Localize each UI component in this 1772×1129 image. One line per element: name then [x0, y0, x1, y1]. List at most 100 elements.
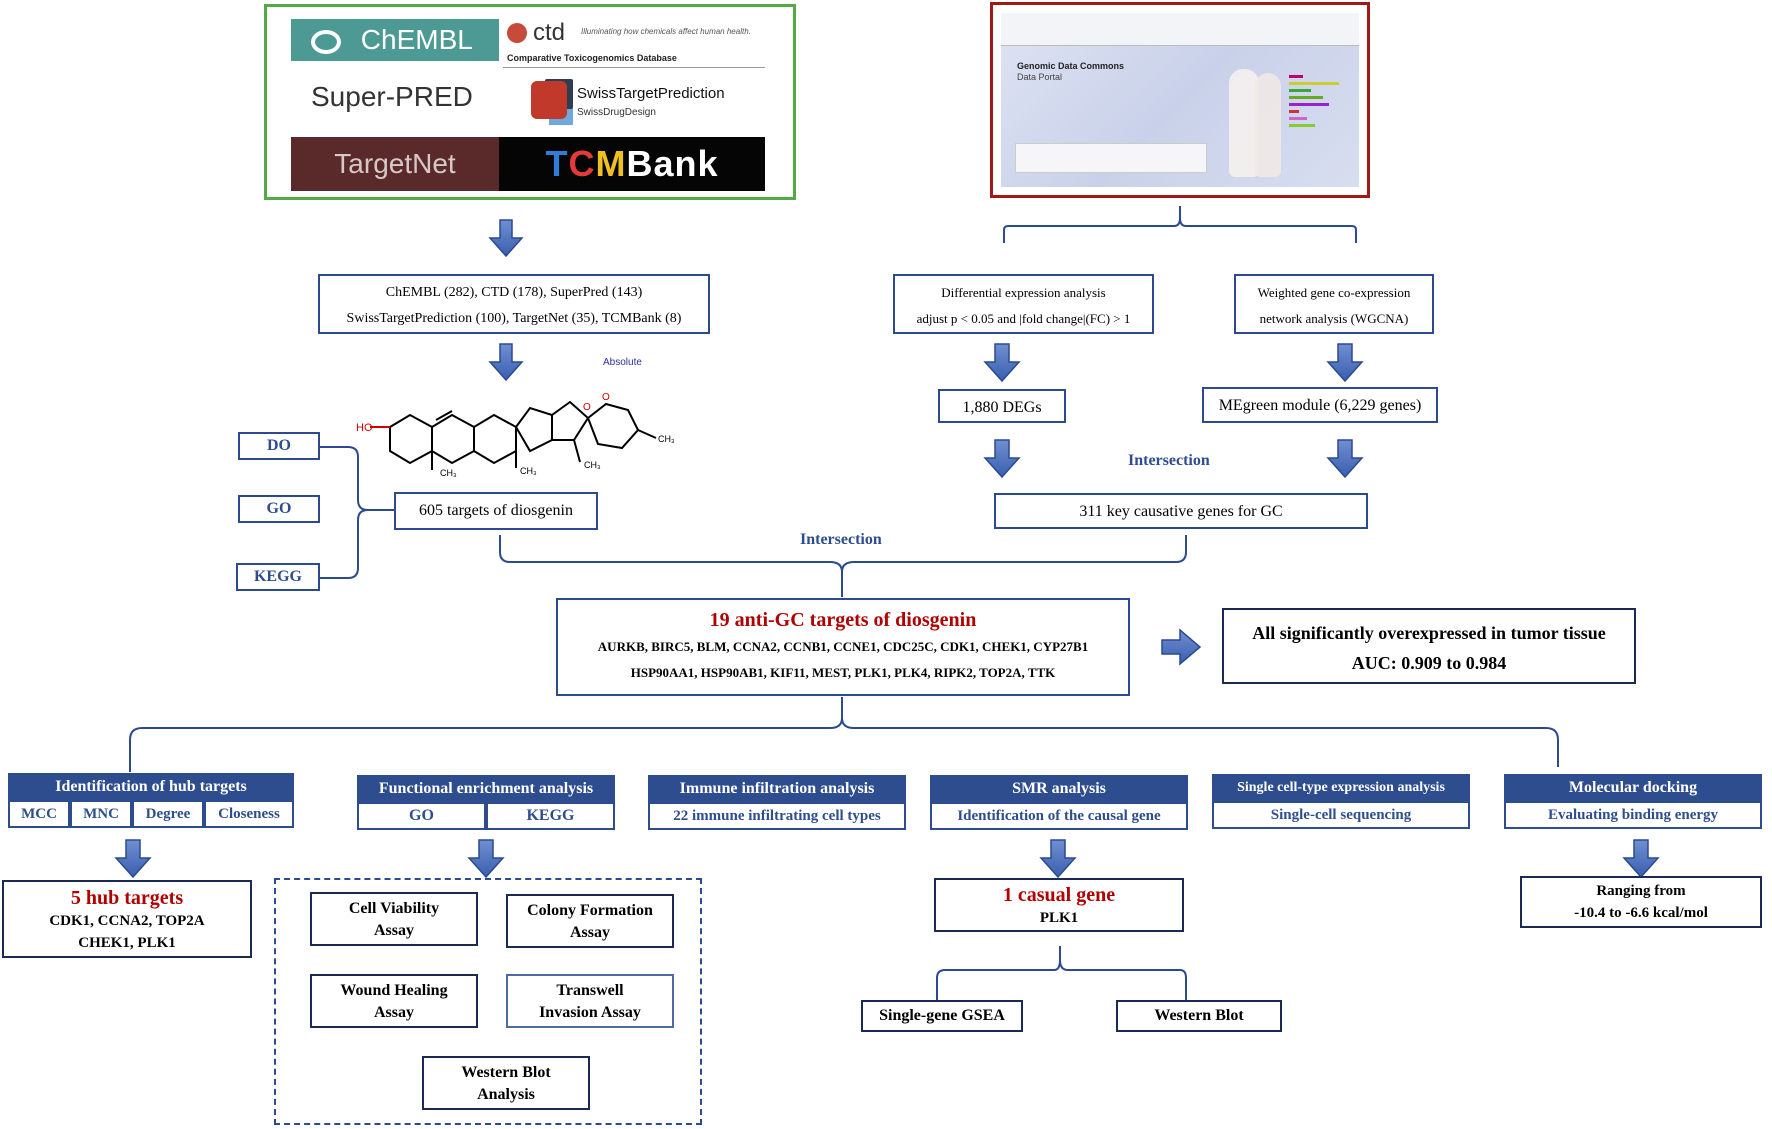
chembl-logo: ChEMBL	[291, 19, 499, 61]
targetnet-logo: TargetNet	[291, 137, 499, 191]
cell-viability-assay: Cell Viability Assay	[310, 892, 478, 946]
hub-targets-header: Identification of hub targets	[8, 773, 294, 800]
colony-formation-line2: Assay	[569, 924, 610, 941]
tcmbank-logo: TCMBank	[499, 137, 765, 191]
do-box: DO	[238, 432, 320, 460]
ctd-divider	[503, 67, 765, 68]
brace-intersection-main	[499, 535, 1187, 597]
causal-gene-title: 1 casual gene	[1002, 884, 1116, 906]
database-counts-line1: ChEMBL (282), CTD (178), SuperPred (143)	[385, 285, 643, 300]
arrow-db-to-counts	[488, 219, 524, 258]
diosgenin-targets-box: 605 targets of diosgenin	[394, 492, 598, 530]
causal-gene-name: PLK1	[1039, 910, 1079, 926]
megreen-box: MEgreen module (6,229 genes)	[1202, 387, 1438, 423]
wound-healing-assay: Wound Healing Assay	[310, 974, 478, 1028]
hub-targets-result-title: 5 hub targets	[70, 887, 184, 909]
gdc-body-figure-2	[1255, 73, 1281, 177]
differential-expression-box: Differential expression analysis adjust …	[893, 274, 1154, 334]
assays-group: Cell Viability Assay Colony Formation As…	[274, 878, 702, 1125]
swisstarget-label: SwissTargetPrediction	[577, 85, 725, 102]
go-box: GO	[238, 495, 320, 523]
functional-kegg: KEGG	[486, 802, 615, 830]
arrow-docking-to-result	[1622, 839, 1660, 879]
transwell-line1: Transwell	[556, 982, 624, 999]
brace-gdc	[1003, 206, 1357, 243]
brace-causal-gene	[936, 946, 1187, 1000]
gdc-bar	[1289, 124, 1315, 127]
gdc-bar	[1289, 96, 1323, 99]
swissdrug-label: SwissDrugDesign	[577, 107, 656, 118]
causal-gene-box: 1 casual gene PLK1	[934, 878, 1184, 932]
superpred-logo: Super-PRED	[311, 81, 473, 112]
gdc-title: Genomic Data Commons	[1017, 61, 1125, 71]
arrow-megreen-to-key	[1326, 439, 1364, 479]
single-gene-gsea-box: Single-gene GSEA	[861, 1000, 1023, 1032]
differential-expression-line2: adjust p < 0.05 and |fold change|(FC) > …	[916, 311, 1131, 326]
arrow-hub-to-result	[114, 839, 152, 879]
database-counts-box: ChEMBL (282), CTD (178), SuperPred (143)…	[318, 274, 710, 334]
gdc-summary-cards	[1015, 143, 1207, 173]
hub-targets-result-line1: CDK1, CCNA2, TOP2A	[49, 913, 205, 929]
gdc-barchart	[1289, 71, 1349, 171]
ctd-tagline: Illuminating how chemicals affect human …	[581, 27, 751, 36]
gdc-bar	[1289, 82, 1339, 85]
functional-enrichment-header: Functional enrichment analysis	[357, 775, 615, 802]
structure-methyl-label-4: CH₃	[658, 434, 675, 444]
hub-targets-result-box: 5 hub targets CDK1, CCNA2, TOP2A CHEK1, …	[2, 880, 252, 958]
ctd-label: ctd	[533, 19, 566, 46]
arrow-to-overexpressed	[1161, 628, 1202, 666]
hub-method-closeness: Closeness	[204, 800, 294, 828]
anti-gc-targets-line1: AURKB, BIRC5, BLM, CCNA2, CCNB1, CCNE1, …	[597, 639, 1089, 654]
anti-gc-targets-line2: HSP90AA1, HSP90AB1, KIF11, MEST, PLK1, P…	[630, 665, 1056, 680]
chembl-icon	[311, 29, 341, 54]
hub-method-mnc: MNC	[70, 800, 132, 828]
gdc-bar	[1289, 75, 1303, 78]
brace-analyses	[129, 697, 1559, 772]
immune-infiltration-header: Immune infiltration analysis	[648, 775, 906, 802]
intersection-label-main: Intersection	[800, 531, 882, 548]
overexpressed-line2: AUC: 0.909 to 0.984	[1351, 653, 1507, 673]
overexpressed-box: All significantly overexpressed in tumor…	[1222, 608, 1636, 684]
brace-enrichment	[320, 446, 394, 579]
structure-oxygen-label-1: O	[583, 402, 591, 413]
ctd-logo: ctd Illuminating how chemicals affect hu…	[503, 19, 763, 67]
immune-infiltration-sub: 22 immune infiltrating cell types	[648, 802, 906, 830]
molecular-docking-header: Molecular docking	[1504, 774, 1762, 801]
differential-expression-line1: Differential expression analysis	[941, 285, 1106, 300]
tcmbank-c: C	[568, 143, 596, 184]
arrow-functional-to-assays	[467, 839, 505, 879]
tcmbank-rest: Bank	[626, 143, 719, 184]
gdc-bar	[1289, 89, 1311, 92]
colony-formation-line1: Colony Formation	[527, 902, 653, 919]
gdc-body-figure	[1229, 69, 1259, 177]
database-logos-panel: ChEMBL ctd Illuminating how chemicals af…	[264, 4, 796, 200]
chembl-label: ChEMBL	[360, 24, 473, 55]
structure-methyl-label-3: CH₃	[584, 460, 601, 470]
western-blot-analysis: Western Blot Analysis	[422, 1056, 590, 1110]
docking-result-line2: -10.4 to -6.6 kcal/mol	[1574, 905, 1708, 921]
cell-viability-line2: Assay	[373, 922, 414, 939]
transwell-line2: Invasion Assay	[539, 1004, 641, 1021]
gdc-subtitle: Data Portal	[1017, 72, 1063, 82]
structure-oxygen-label-2: O	[602, 392, 610, 403]
arrow-wgcna-to-megreen	[1326, 343, 1364, 383]
functional-go: GO	[357, 802, 486, 830]
anti-gc-targets-title: 19 anti-GC targets of diosgenin	[709, 609, 977, 631]
overexpressed-line1: All significantly overexpressed in tumor…	[1252, 623, 1606, 643]
arrow-smr-to-gene	[1039, 839, 1077, 879]
intersection-label-top: Intersection	[1128, 452, 1210, 469]
structure-methyl-label-2: CH₃	[520, 466, 537, 476]
database-counts-line2: SwissTargetPrediction (100), TargetNet (…	[346, 311, 682, 326]
smr-analysis-header: SMR analysis	[930, 775, 1188, 802]
gdc-bar	[1289, 110, 1299, 113]
swisstarget-logo: SwissTargetPrediction SwissDrugDesign	[525, 75, 765, 127]
kegg-box: KEGG	[236, 563, 320, 591]
smr-analysis-sub: Identification of the causal gene	[930, 802, 1188, 830]
structure-ho-label: HO	[356, 422, 373, 434]
hub-method-degree: Degree	[132, 800, 204, 828]
key-causative-genes-box: 311 key causative genes for GC	[994, 493, 1368, 529]
gdc-portal-panel: Genomic Data Commons Data Portal	[990, 2, 1370, 198]
western-blot-analysis-line2: Analysis	[477, 1086, 535, 1103]
diosgenin-structure	[370, 400, 657, 470]
